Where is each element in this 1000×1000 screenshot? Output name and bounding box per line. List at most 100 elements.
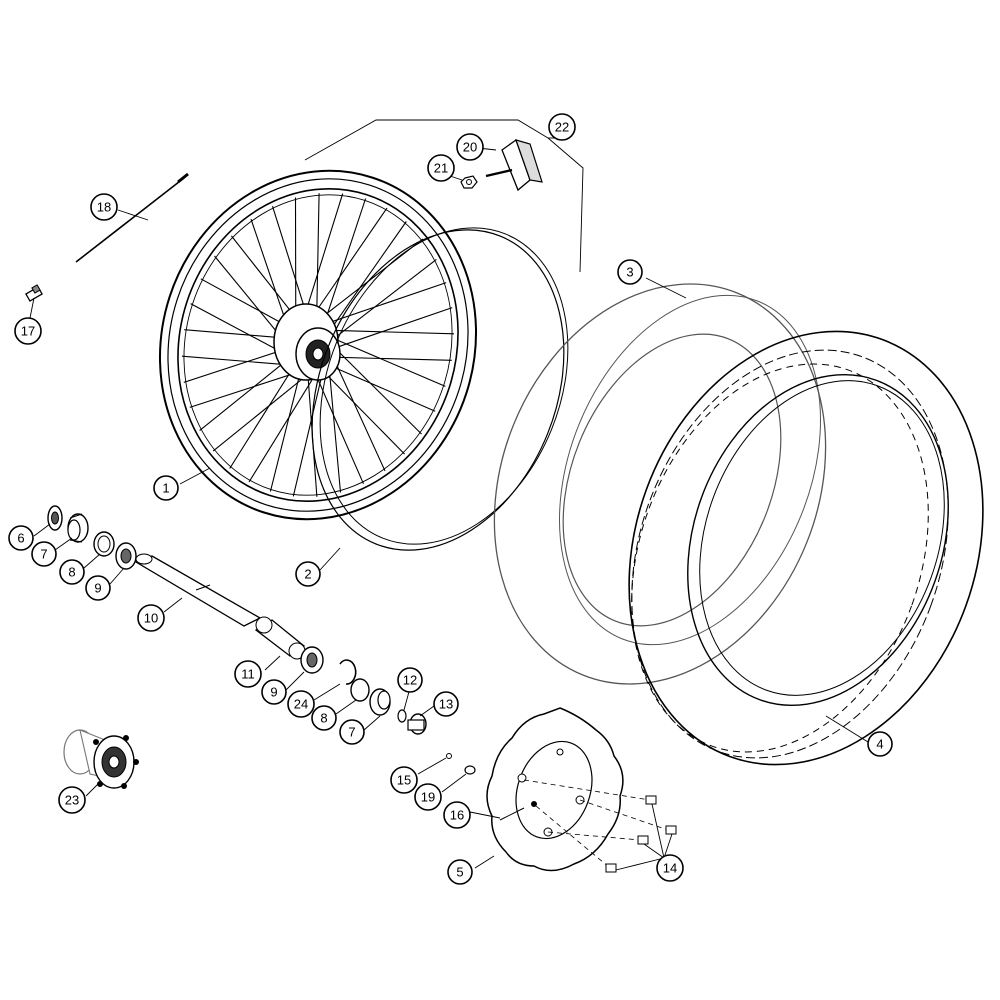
callout-label-3: 3 — [626, 265, 633, 280]
callout-24: 24 — [287, 690, 315, 718]
callout-label-23: 23 — [65, 793, 79, 808]
callout-8a: 8 — [59, 559, 85, 585]
washer-12 — [397, 709, 407, 723]
hub — [273, 303, 341, 381]
callout-15: 15 — [390, 766, 418, 794]
callout-label-9b: 9 — [270, 685, 277, 700]
callout-3: 3 — [617, 259, 643, 285]
disc-bolts — [523, 779, 677, 873]
callout-label-12: 12 — [403, 673, 417, 688]
callout-label-19: 19 — [421, 790, 435, 805]
spoked-rim — [158, 169, 478, 521]
spoke-line — [328, 258, 437, 343]
callout-1: 1 — [153, 475, 179, 501]
callout-label-13: 13 — [439, 697, 453, 712]
screw-15 — [446, 753, 452, 759]
callout-label-15: 15 — [397, 773, 411, 788]
spoke-line — [328, 356, 452, 361]
callout-5: 5 — [447, 859, 473, 885]
bolt-16 — [499, 807, 525, 821]
callout-label-18: 18 — [97, 200, 111, 215]
callout-9a: 9 — [85, 575, 111, 601]
callout-19: 19 — [414, 783, 442, 811]
callout-label-5: 5 — [456, 865, 463, 880]
spoke-line — [321, 198, 367, 330]
rim-band — [311, 227, 569, 551]
callout-label-8a: 8 — [68, 565, 75, 580]
spoke-line — [316, 282, 447, 328]
axle-nut-13 — [407, 713, 427, 735]
callout-label-16: 16 — [450, 808, 464, 823]
callout-12: 12 — [397, 667, 423, 693]
callout-6: 6 — [8, 525, 34, 551]
washer-19 — [464, 765, 476, 775]
bearing-9-right — [300, 646, 324, 674]
spoke-line — [269, 366, 303, 492]
callout-11: 11 — [234, 660, 262, 688]
callout-9b: 9 — [261, 679, 287, 705]
spoke-line — [189, 368, 308, 408]
callout-label-10: 10 — [144, 611, 158, 626]
callout-4: 4 — [867, 731, 893, 757]
assembly-bracket — [304, 119, 584, 273]
spoke — [75, 172, 189, 263]
callout-7b: 7 — [339, 719, 365, 745]
callout-17: 17 — [14, 317, 42, 345]
callout-label-11: 11 — [241, 667, 255, 682]
spoke-line — [315, 193, 320, 327]
callout-label-8b: 8 — [320, 711, 327, 726]
callout-2: 2 — [295, 561, 321, 587]
callout-label-20: 20 — [463, 140, 477, 155]
rim-lock-nut — [460, 175, 478, 189]
callout-label-6: 6 — [17, 531, 24, 546]
callout-label-7b: 7 — [348, 725, 355, 740]
rim-lock — [485, 138, 543, 192]
seal-6 — [47, 505, 63, 531]
callout-label-21: 21 — [434, 161, 448, 176]
callout-8b: 8 — [311, 705, 337, 731]
spoke-line — [327, 357, 342, 493]
spoke-line — [324, 362, 436, 412]
leader-lines — [29, 137, 869, 871]
callout-16: 16 — [443, 801, 471, 829]
spoke-line — [199, 353, 296, 432]
callout-label-17: 17 — [21, 324, 35, 339]
spoke-line — [212, 369, 314, 452]
callout-21: 21 — [427, 154, 455, 182]
knobby-tire — [628, 330, 984, 766]
axle — [134, 553, 262, 627]
spacer-7 — [67, 513, 89, 543]
spoke-line — [248, 367, 320, 483]
spoke-line — [322, 329, 455, 335]
hub-assembly — [63, 729, 139, 789]
spacer-11 — [254, 616, 306, 660]
callout-label-2: 2 — [304, 567, 311, 582]
spoke-nipple — [25, 284, 43, 302]
callout-18: 18 — [90, 193, 118, 221]
callout-13: 13 — [433, 691, 459, 717]
spoke-line — [329, 349, 386, 472]
callout-label-24: 24 — [294, 697, 308, 712]
spoke-line — [292, 363, 326, 497]
callout-label-9a: 9 — [94, 581, 101, 596]
callout-22: 22 — [548, 113, 576, 141]
spoke-line — [319, 367, 405, 455]
spoke-line — [326, 335, 446, 387]
spoke-line — [229, 360, 298, 469]
inner-tube — [493, 283, 827, 685]
callout-10: 10 — [137, 604, 165, 632]
ring-8-right — [350, 678, 370, 702]
brake-disc — [486, 707, 624, 872]
callout-label-1: 1 — [162, 481, 169, 496]
callout-label-14: 14 — [663, 861, 677, 876]
callout-14: 14 — [656, 854, 684, 882]
spacer-7-right — [369, 688, 391, 716]
spoke-line — [329, 307, 453, 351]
ring-8 — [93, 531, 115, 557]
callout-label-7a: 7 — [40, 547, 47, 562]
callout-label-22: 22 — [555, 120, 569, 135]
callout-23: 23 — [58, 786, 86, 814]
spoke-line — [313, 369, 365, 485]
bearing-9 — [115, 542, 137, 570]
